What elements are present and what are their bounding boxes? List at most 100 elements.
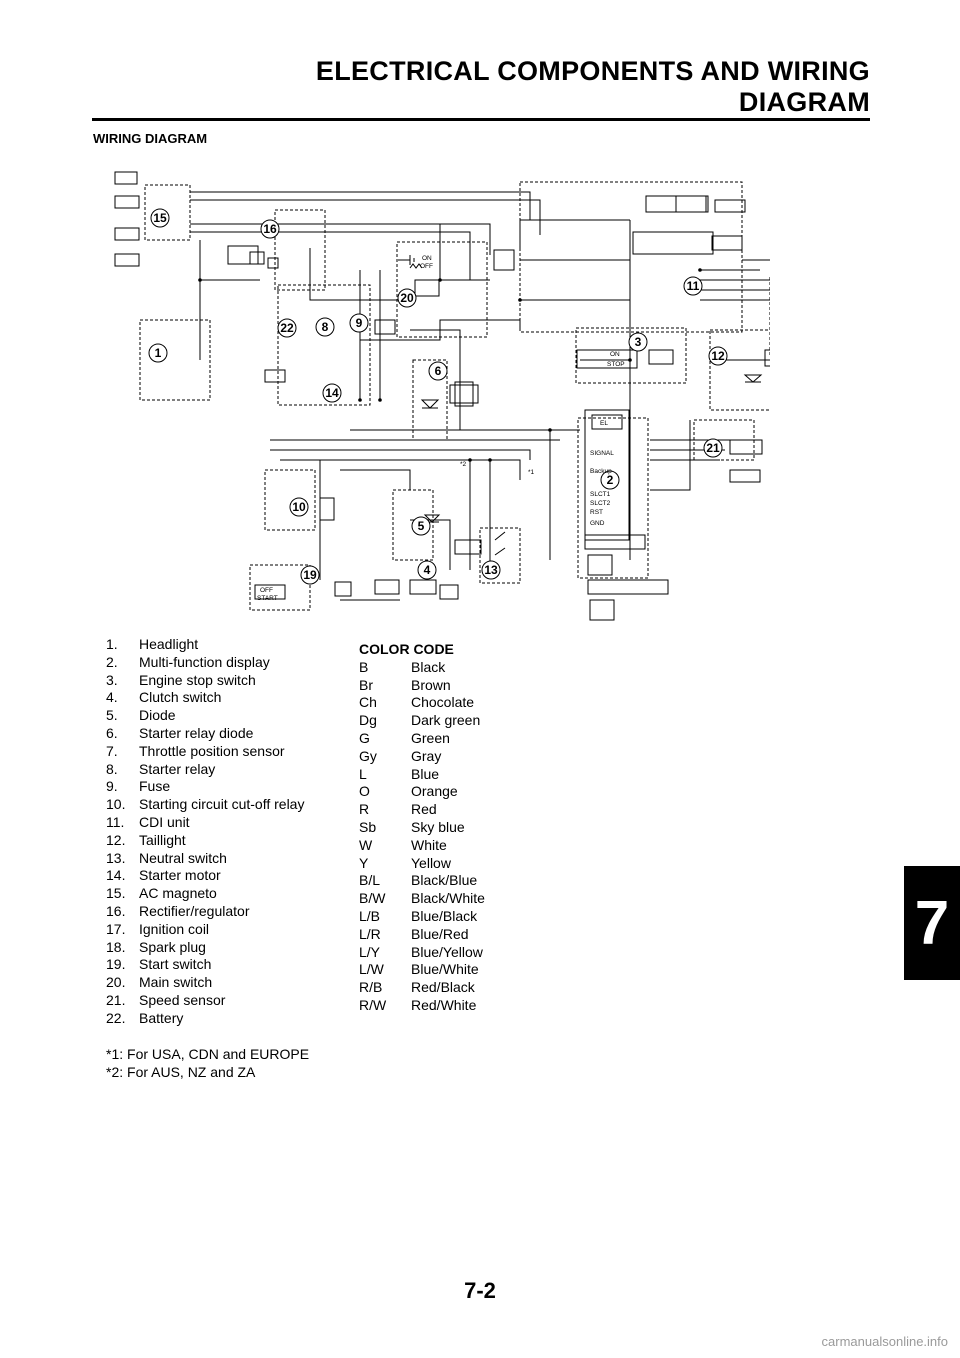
legend-label: Start switch [139,956,212,973]
footnote-mark-2: *2 [460,461,467,468]
legend-item: 9.Fuse [106,778,304,796]
legend-label: Clutch switch [139,689,222,706]
color-code-abbrev: Br [359,676,373,693]
color-code-row: L/Y Blue/Yellow [359,944,485,962]
legend-item: 10.Starting circuit cut-off relay [106,796,304,814]
legend-label: Throttle position sensor [139,742,285,759]
color-code-row: Br Brown [359,677,485,695]
legend-label: Battery [139,1009,184,1026]
callout-10: 10 [292,500,306,514]
display-gnd: GND [590,520,605,527]
color-code-row: L Blue [359,766,485,784]
color-code-name: Brown [411,676,451,693]
color-code-abbrev: L/B [359,907,381,924]
legend-number: 7. [106,742,118,759]
legend-number: 22. [106,1009,126,1026]
legend-item: 22. Battery [106,1010,304,1028]
legend-label: Fuse [139,778,171,795]
legend-number: 19. [106,956,126,973]
legend-item: 16.Rectifier/regulator [106,903,304,921]
color-code-abbrev: B/W [359,890,386,907]
color-code-abbrev: L/W [359,961,384,978]
legend-number: 17. [106,920,126,937]
legend-item: 15.AC magneto [106,885,304,903]
color-code-name: Black [411,658,446,675]
legend-number: 18. [106,938,126,955]
color-code-abbrev: L/Y [359,943,381,960]
color-code-abbrev: R/B [359,979,383,996]
legend-label: Starter relay [139,760,216,777]
color-code-abbrev: L [359,765,367,782]
callout-20: 20 [400,291,414,305]
page-number: 7-2 [464,1278,496,1303]
color-code-name: Green [411,729,450,746]
legend-item: 14.Starter motor [106,867,304,885]
legend-item: 5.Diode [106,707,304,725]
legend-label: Engine stop switch [139,671,256,688]
legend-label: Spark plug [139,938,206,955]
callout-12: 12 [711,349,725,363]
section-title: WIRING DIAGRAM [93,131,208,146]
color-code-name: Black/Blue [411,872,478,889]
callout-2: 2 [607,473,614,487]
legend-item: 3.Engine stop switch [106,672,304,690]
title-rule [92,118,870,121]
color-code-title: COLOR CODE [359,641,454,657]
color-code-name: Blue [411,765,440,782]
legend-item: 2.Multi-function display [106,654,304,672]
color-code-abbrev: B/L [359,872,381,889]
callout-13: 13 [484,563,498,577]
legend-number: 8. [106,760,118,777]
legend-label: Rectifier/regulator [139,902,250,919]
color-code-name: Blue/Red [411,925,469,942]
legend-label: Starting circuit cut-off relay [139,796,305,813]
color-code-abbrev: R [359,801,370,818]
legend-label: Headlight [139,636,199,652]
watermark: carmanualsonline.info [821,1334,948,1349]
callout-3: 3 [635,335,642,349]
color-code-row: B/L Black/Blue [359,872,485,890]
color-code-name: Sky blue [411,818,465,835]
legend-label: Neutral switch [139,849,227,866]
start-switch-start: START [257,595,278,602]
chapter-tab[interactable]: 7 [904,866,960,980]
color-code-name: Gray [411,747,442,764]
legend-number: 15. [106,885,126,902]
legend-label: CDI unit [139,813,190,830]
start-switch-off: OFF [260,587,273,594]
legend-label: Ignition coil [139,920,210,937]
callout-21: 21 [706,441,720,455]
legend-item: 17. Ignition coil [106,921,304,939]
callout-8: 8 [322,320,329,334]
color-code-name: Blue/Yellow [411,943,483,960]
callout-22: 22 [280,321,294,335]
legend-item: 12.Taillight [106,832,304,850]
display-el: EL [600,420,608,427]
legend-item: 11.CDI unit [106,814,304,832]
callout-11: 11 [687,279,700,293]
legend-number: 4. [106,689,118,706]
color-code-abbrev: Dg [359,712,377,729]
color-code-abbrev: L/R [359,925,381,942]
footnote-mark-1: *1 [528,469,535,476]
legend-item: 21.Speed sensor [106,992,304,1010]
main-switch-off: OFF [420,263,433,270]
callout-6: 6 [435,364,442,378]
footnotes: *1: For USA, CDN and EUROPE *2: For AUS,… [106,1046,309,1082]
footnote-1: *1: For USA, CDN and EUROPE [106,1046,310,1062]
color-code-row: L/R Blue/Red [359,926,485,944]
color-code-abbrev: Sb [359,818,377,835]
display-slct2: SLCT2 [590,500,611,507]
color-code-name: Yellow [411,854,451,871]
